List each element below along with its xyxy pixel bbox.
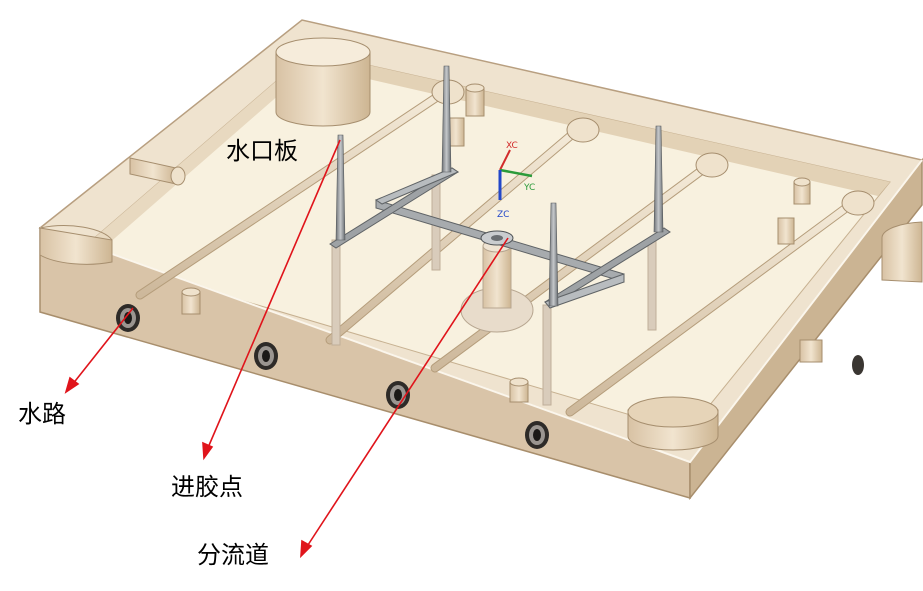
- water-rod: [565, 190, 875, 417]
- pin-boss: [509, 377, 529, 403]
- corner-bore-back-left: [275, 37, 371, 127]
- axis-y-label: YC: [523, 183, 535, 193]
- label-water-channel: 水路: [18, 400, 66, 428]
- injection-nozzles: [335, 65, 664, 307]
- nozzle: [653, 125, 664, 233]
- plate-inner-wall-left: [78, 52, 312, 258]
- front-water-holes: [116, 304, 864, 449]
- label-runner: 分流道: [197, 541, 269, 569]
- small-pins: [129, 83, 823, 403]
- corner-bore-right: [881, 221, 923, 283]
- callout-arrows: [64, 139, 509, 559]
- water-hole: [254, 342, 278, 370]
- pin-boss: [799, 339, 823, 363]
- axis-z-label: ZC: [497, 210, 509, 220]
- pin-boss: [129, 157, 186, 186]
- axis-x-label: XC: [506, 141, 518, 151]
- pin-boss: [793, 177, 811, 205]
- pin-boss: [465, 83, 485, 117]
- label-injection-point: 进胶点: [171, 473, 243, 501]
- water-hole: [525, 421, 549, 449]
- arrow-water-channel: [64, 307, 134, 394]
- water-hole: [852, 355, 864, 375]
- nozzle: [441, 65, 452, 173]
- arrow-runner: [300, 237, 509, 559]
- nozzle: [335, 134, 346, 241]
- runner-frame: [329, 167, 671, 309]
- arrow-injection-point: [202, 139, 341, 461]
- pin-boss: [181, 287, 201, 315]
- axis-x-line: [499, 149, 511, 171]
- water-rod: [325, 117, 600, 345]
- water-hole: [116, 304, 140, 332]
- pin-boss: [777, 217, 795, 245]
- coordinate-triad: XC YC ZC: [497, 141, 535, 220]
- label-gate-plate: 水口板: [226, 137, 298, 165]
- axis-y-line: [499, 168, 533, 178]
- corner-bore-left: [39, 225, 113, 265]
- nozzle: [548, 202, 559, 307]
- corner-bore-front-right: [627, 396, 719, 451]
